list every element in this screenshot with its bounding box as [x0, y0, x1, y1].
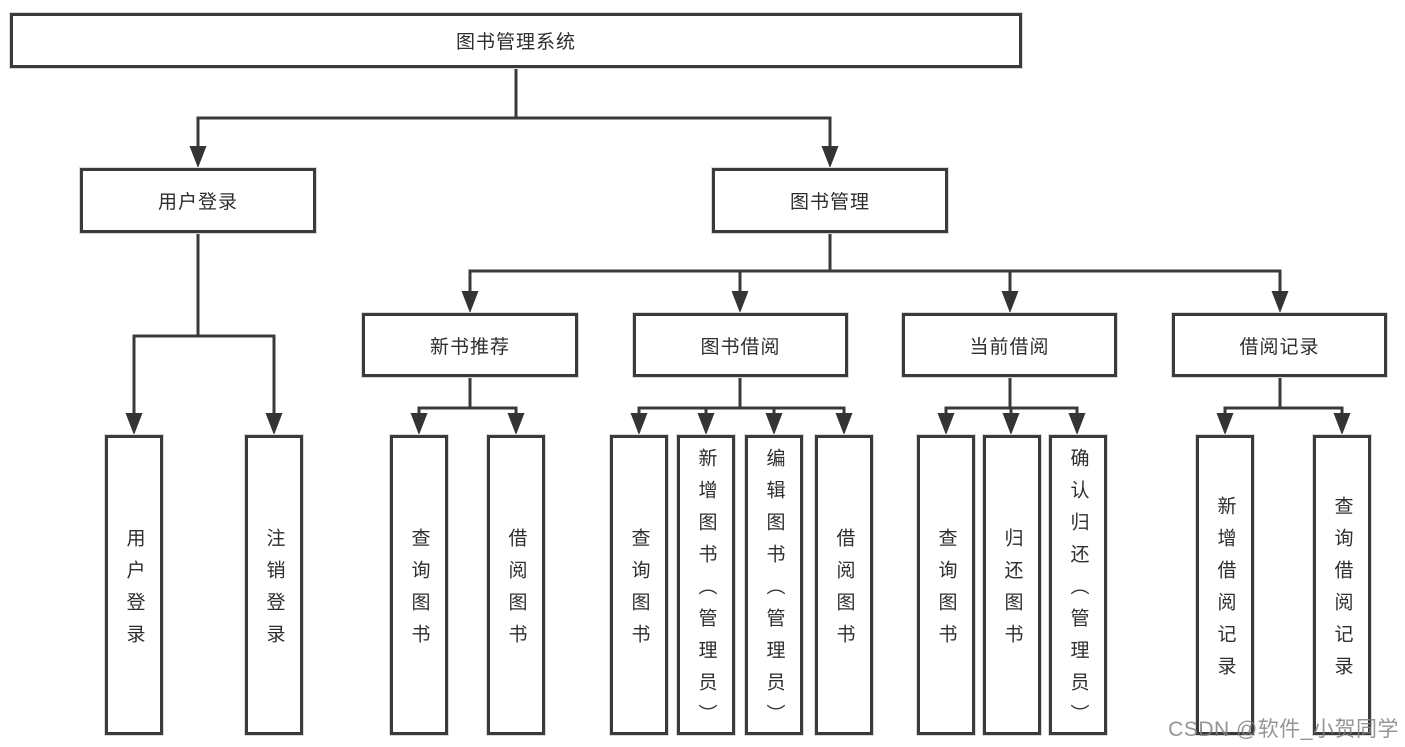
node-label: 注销登录 [263, 527, 285, 656]
connector-borrow-records [1216, 375, 1351, 435]
node-label: 图书管理 [789, 192, 870, 213]
connector-user-login [125, 231, 283, 435]
node-edit-books-admin: 编辑图书（管理员） [745, 435, 803, 736]
node-label: 借阅记录 [1239, 336, 1320, 358]
node-label: 图书借阅 [700, 336, 781, 358]
arrow-down-icon [507, 413, 525, 435]
node-current-borrow: 当前借阅 [902, 313, 1117, 377]
connector-book-management [461, 231, 1289, 313]
arrow-down-icon [1216, 413, 1234, 435]
arrow-down-icon [697, 413, 715, 435]
connector-new-book-recommend [410, 375, 525, 435]
node-return-books: 归还图书 [983, 435, 1041, 735]
node-query-borrow-record: 查询借阅记录 [1313, 435, 1371, 735]
node-user-login-action: 用户登录 [105, 435, 163, 735]
node-label: 查询图书 [935, 527, 957, 656]
arrow-down-icon [765, 413, 783, 435]
node-label: 查询图书 [408, 527, 430, 656]
node-query-books-recommend: 查询图书 [390, 435, 448, 735]
arrow-down-icon [1271, 291, 1289, 313]
node-label: 确认归还（管理员） [1067, 447, 1089, 736]
arrow-down-icon [1333, 413, 1351, 435]
node-new-book-recommend: 新书推荐 [362, 313, 578, 377]
node-logout: 注销登录 [245, 435, 303, 735]
arrow-down-icon [265, 413, 283, 435]
arrow-down-icon [461, 291, 479, 313]
arrow-down-icon [821, 146, 839, 168]
arrow-down-icon [937, 413, 955, 435]
node-confirm-return-admin: 确认归还（管理员） [1049, 435, 1107, 736]
node-label: 查询图书 [628, 527, 650, 656]
arrow-down-icon [125, 413, 143, 435]
node-borrow-books: 借阅图书 [815, 435, 873, 735]
connector-current-borrow [937, 375, 1086, 435]
node-label: 用户登录 [157, 192, 238, 213]
node-label: 借阅图书 [833, 527, 855, 656]
node-query-books-borrow: 查询图书 [610, 435, 668, 735]
node-user-login: 用户登录 [80, 168, 316, 233]
connector-book-borrow [630, 375, 853, 435]
node-label: 归还图书 [1001, 527, 1023, 656]
node-label: 编辑图书（管理员） [763, 447, 785, 736]
node-library-system: 图书管理系统 [10, 13, 1022, 68]
arrow-down-icon [835, 413, 853, 435]
node-label: 图书管理系统 [455, 32, 576, 53]
node-label: 查询借阅记录 [1331, 495, 1353, 688]
node-label: 用户登录 [123, 527, 145, 656]
node-label: 当前借阅 [969, 336, 1050, 358]
node-query-books-current: 查询图书 [917, 435, 975, 735]
arrow-down-icon [1001, 291, 1019, 313]
node-label: 新书推荐 [429, 336, 510, 358]
node-add-borrow-record: 新增借阅记录 [1196, 435, 1254, 735]
arrow-down-icon [1002, 413, 1020, 435]
arrow-down-icon [189, 146, 207, 168]
connector-root [189, 66, 839, 168]
node-label: 新增借阅记录 [1214, 495, 1236, 688]
node-borrow-books-recommend: 借阅图书 [487, 435, 545, 735]
node-label: 新增图书（管理员） [695, 447, 717, 736]
node-add-books-admin: 新增图书（管理员） [677, 435, 735, 736]
arrow-down-icon [731, 291, 749, 313]
arrow-down-icon [410, 413, 428, 435]
node-label: 借阅图书 [505, 527, 527, 656]
node-book-borrow: 图书借阅 [633, 313, 848, 377]
node-book-management: 图书管理 [712, 168, 948, 233]
node-borrow-records: 借阅记录 [1172, 313, 1387, 377]
arrow-down-icon [630, 413, 648, 435]
watermark: CSDN @软件_小贺同学 [1168, 718, 1399, 741]
arrow-down-icon [1068, 413, 1086, 435]
